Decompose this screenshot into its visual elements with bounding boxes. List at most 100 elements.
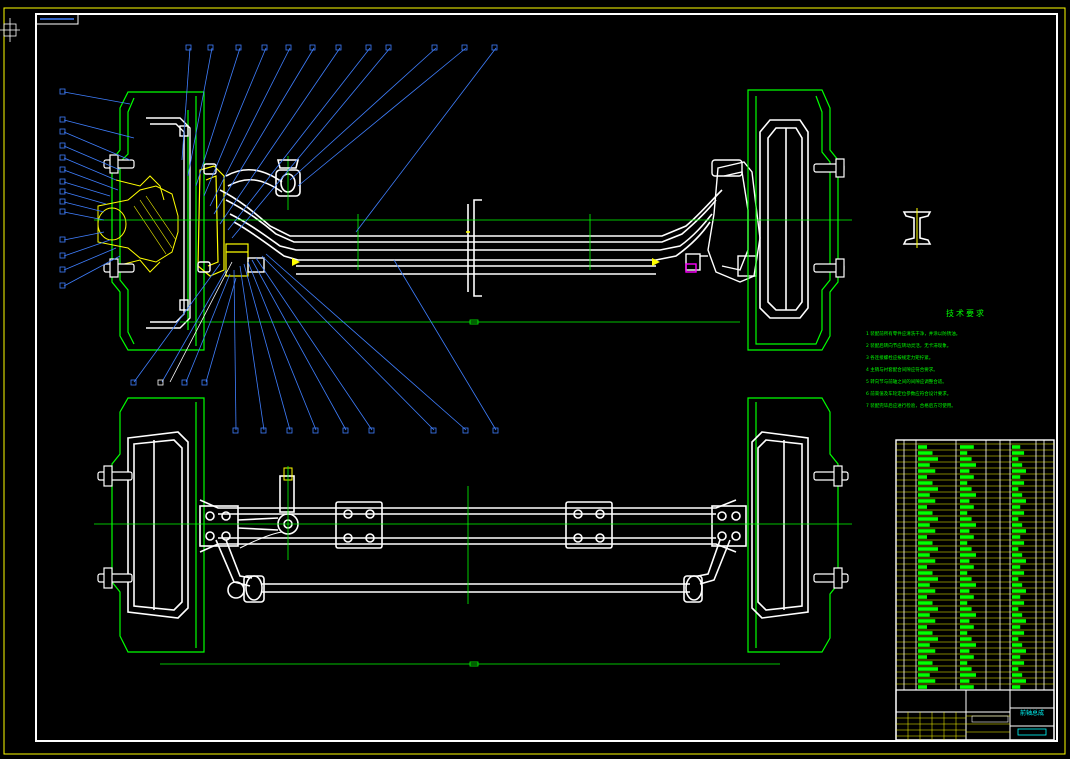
steering-arm: [225, 156, 301, 210]
plan-left-drum: [127, 431, 189, 619]
bom-cell-text: [960, 649, 970, 653]
bom-cell-text: [918, 547, 938, 551]
bom-cell-text: [960, 625, 974, 629]
bom-cell-text: [918, 457, 938, 461]
bom-cell-text: [1012, 559, 1026, 563]
bom-cell-text: [960, 541, 968, 545]
requirement-line: 4 主销与衬套配合间隙应符合要求。: [866, 368, 938, 373]
left-brake-drum: [146, 117, 191, 329]
bom-cell-text: [1012, 499, 1026, 503]
ucs-crosshair-icon: [0, 18, 20, 42]
bom-cell-text: [918, 667, 938, 671]
bom-cell-text: [918, 583, 930, 587]
bom-cell-text: [1012, 517, 1019, 521]
bom-cell-text: [918, 661, 933, 665]
bom-cell-text: [1012, 655, 1021, 659]
drawing-number-box: [35, 13, 79, 25]
bom-cell-text: [960, 565, 974, 569]
bom-cell-text: [1012, 613, 1023, 617]
bom-cell-text: [1012, 535, 1021, 539]
bom-cell-text: [918, 535, 927, 539]
bom-cell-text: [918, 493, 930, 497]
bom-cell-text: [1012, 589, 1026, 593]
bom-cell-text: [960, 523, 976, 527]
outer-frame: [3, 7, 1066, 755]
bom-cell-text: [960, 667, 972, 671]
plan-axle-beam: [199, 499, 747, 553]
left-hub-knuckle: [97, 175, 179, 273]
technical-requirements-title: 技术要求: [946, 309, 986, 318]
bom-cell-text: [918, 637, 938, 641]
bom-cell-text: [918, 529, 936, 533]
bom-cell-text: [1012, 661, 1025, 665]
bom-cell-text: [1012, 481, 1025, 485]
bom-cell-text: [960, 673, 976, 677]
plan-right-drum: [751, 431, 809, 619]
bom-cell-text: [918, 499, 936, 503]
bom-cell-text: [960, 607, 972, 611]
plan-spring-pads: [335, 501, 613, 549]
bom-cell-text: [1012, 607, 1019, 611]
bom-cell-text: [960, 517, 972, 521]
right-brake-drum: [759, 119, 809, 319]
bom-cell-text: [918, 571, 933, 575]
bom-cell-text: [960, 643, 976, 647]
bom-cell-text: [960, 445, 974, 449]
bom-cell-text: [1012, 637, 1019, 641]
bom-cell-text: [1012, 619, 1026, 623]
bom-cell-text: [1012, 445, 1021, 449]
title-block-drawing-name: 前轴总成: [1019, 710, 1044, 717]
spring-seat-cut: [466, 199, 482, 297]
bom-cell-text: [1012, 493, 1023, 497]
bom-cell-text: [1012, 583, 1023, 587]
bom-cell-text: [960, 457, 972, 461]
bom-cell-text: [960, 547, 972, 551]
bom-cell-text: [960, 631, 968, 635]
bom-cell-text: [960, 535, 974, 539]
bom-cell-text: [918, 541, 933, 545]
bom-cell-text: [1012, 541, 1025, 545]
bom-cell-text: [1012, 565, 1021, 569]
bom-cell-text: [1012, 553, 1023, 557]
requirement-line: 3 各连接螺栓应按规定力矩拧紧。: [866, 356, 934, 361]
bom-cell-text: [960, 481, 968, 485]
inner-frame: [35, 13, 1058, 742]
bom-cell-text: [918, 607, 938, 611]
bom-cell-text: [960, 469, 970, 473]
bom-cell-text: [960, 655, 974, 659]
bom-cell-text: [960, 571, 968, 575]
bom-cell-text: [918, 601, 933, 605]
bom-cell-text: [1012, 685, 1021, 689]
bom-cell-text: [960, 463, 976, 467]
bom-cell-text: [960, 529, 970, 533]
bom-cell-text: [1012, 631, 1025, 635]
requirement-line: 6 前束值及车轮定位参数应符合设计要求。: [866, 392, 952, 397]
right-wheel-rim: [747, 89, 839, 351]
requirement-line: 7 装配完毕后应进行检验，合格后方可使用。: [866, 404, 956, 409]
bom-cell-text: [1012, 601, 1025, 605]
bom-cell-text: [1012, 475, 1021, 479]
right-wheel-studs: [813, 158, 845, 278]
bom-cell-text: [960, 679, 970, 683]
bom-cell-text: [918, 613, 930, 617]
technical-requirements: 技术要求 1 装配前所有零件应清洗干净，并涂以防锈油。 2 装配后转向节应转动灵…: [866, 308, 1066, 413]
bom-cell-text: [1012, 451, 1025, 455]
requirement-line: 2 装配后转向节应转动灵活，无卡滞现象。: [866, 344, 952, 349]
left-kingpin-assembly: [197, 165, 249, 277]
bom-cell-text: [960, 451, 968, 455]
requirement-line: 5 转向节与前轴之间的间隙应调整合适。: [866, 380, 947, 385]
bom-cell-text: [1012, 625, 1021, 629]
bom-cell-text: [960, 559, 970, 563]
bom-cell-text: [918, 649, 936, 653]
bom-cell-text: [918, 559, 936, 563]
bom-cell-text: [918, 487, 938, 491]
bom-cell-text: [1012, 577, 1019, 581]
bom-cell-text: [960, 589, 970, 593]
bom-cell-text: [918, 517, 938, 521]
bom-cell-text: [1012, 511, 1025, 515]
bom-cell-text: [1012, 463, 1023, 467]
bom-cell-text: [960, 499, 970, 503]
bom-cell-text: [1012, 487, 1019, 491]
leader-lines: [63, 47, 497, 431]
